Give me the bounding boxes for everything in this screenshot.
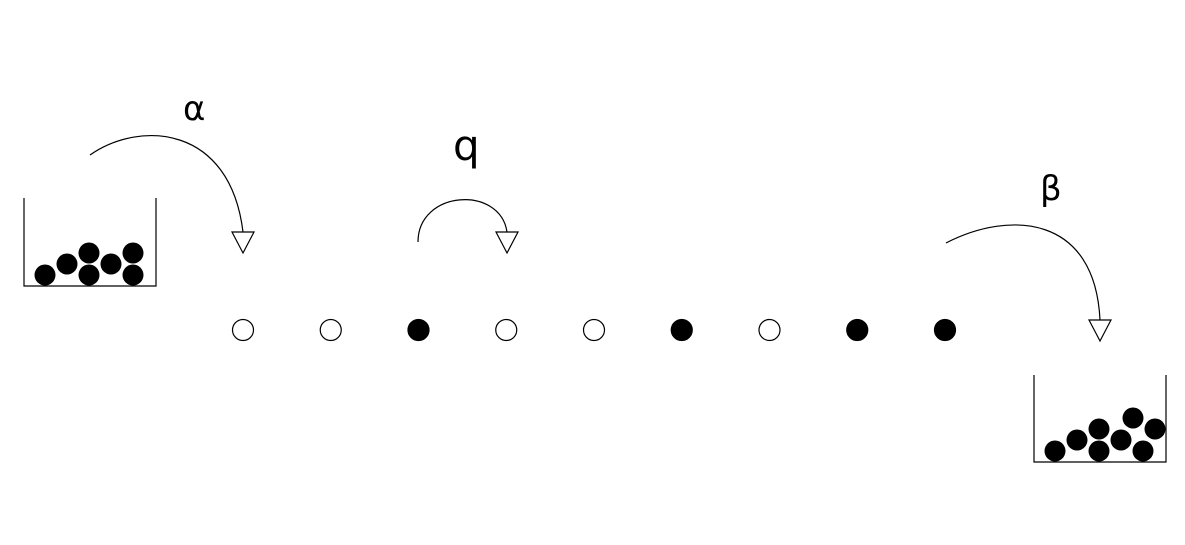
- empty-site: [495, 318, 518, 342]
- reservoir-particle: [122, 264, 144, 286]
- left-reservoir: [23, 198, 157, 287]
- hop-arrowhead: [495, 231, 519, 255]
- q-label: q: [453, 121, 480, 170]
- occupied-site: [407, 318, 430, 342]
- reservoir-particle: [100, 253, 122, 275]
- reservoir-particle: [56, 253, 78, 275]
- right-reservoir-container: [1033, 375, 1167, 463]
- reservoir-particle: [1122, 407, 1144, 429]
- alpha-label: α: [183, 89, 205, 129]
- empty-site: [319, 318, 342, 342]
- empty-site: [758, 318, 781, 342]
- reservoir-particle: [1088, 418, 1110, 440]
- hop-arc: [417, 199, 508, 243]
- injection-arrowhead: [231, 231, 255, 255]
- occupied-site: [933, 318, 957, 342]
- left-reservoir-particles: [34, 242, 144, 286]
- reservoir-particle: [1044, 440, 1066, 462]
- left-reservoir-container: [23, 198, 157, 287]
- hop-arrow: [417, 199, 519, 255]
- beta-label: β: [1040, 169, 1062, 209]
- reservoir-particle: [1110, 429, 1132, 451]
- reservoir-particle: [78, 264, 100, 286]
- extraction-arrowhead: [1088, 319, 1112, 343]
- right-reservoir: [1033, 375, 1167, 463]
- injection-arrow: [89, 135, 255, 255]
- reservoir-particle: [78, 242, 100, 264]
- reservoir-particle: [1144, 418, 1166, 440]
- reservoir-particle: [1132, 440, 1154, 462]
- empty-site: [582, 318, 606, 342]
- reservoir-particle: [1066, 429, 1088, 451]
- reservoir-particle: [1088, 440, 1110, 462]
- injection-arc: [89, 135, 244, 233]
- lattice: [231, 318, 957, 342]
- extraction-arrow: [945, 224, 1112, 343]
- occupied-site: [670, 318, 693, 342]
- occupied-site: [846, 318, 869, 342]
- right-reservoir-particles: [1044, 407, 1166, 462]
- extraction-arc: [945, 224, 1101, 321]
- empty-site: [231, 318, 255, 342]
- reservoir-particle: [122, 242, 144, 264]
- reservoir-particle: [34, 264, 56, 286]
